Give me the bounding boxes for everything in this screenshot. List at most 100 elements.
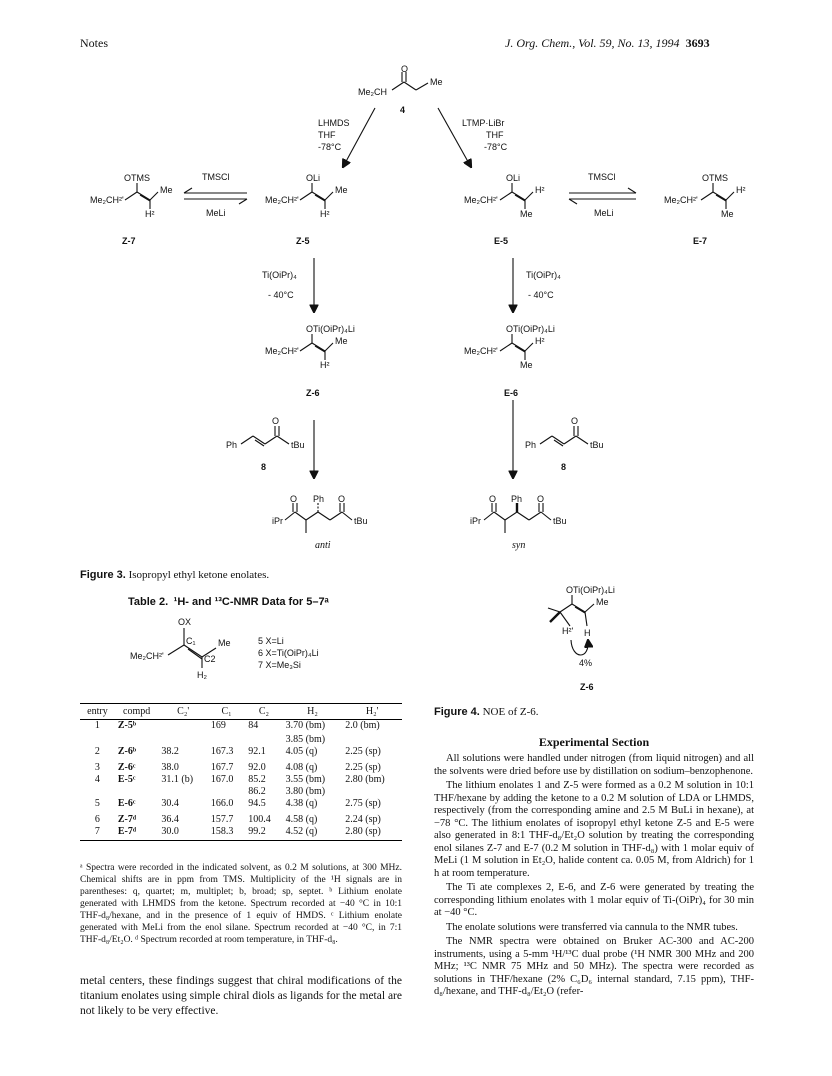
z7-bonds: [124, 183, 159, 209]
ltmp-temp: -78°C: [484, 142, 508, 152]
cell: Z-5ᵇ: [117, 720, 137, 731]
anti-o2: O: [338, 494, 346, 504]
cell: 2.25 (sp): [345, 761, 381, 773]
fig4-me: Me: [596, 597, 609, 607]
z5-me2ch: Me₂CH²': [265, 195, 299, 205]
ti-right-temp: - 40°C: [528, 290, 554, 300]
e6-me2ch: Me₂CH²': [464, 346, 498, 356]
e7-label: E-7: [693, 236, 708, 246]
cell: 166.0: [210, 797, 234, 809]
e7-bonds: [700, 183, 735, 209]
equilibrium-arrows-left: [183, 187, 248, 205]
z7-me: Me: [160, 185, 173, 195]
journal-citation: J. Org. Chem., Vol. 59, No. 13, 1994: [505, 36, 680, 50]
ltmp-solvent: THF: [486, 130, 504, 140]
fig4-h2: H²': [562, 626, 574, 636]
e5-label: E-5: [494, 236, 509, 246]
cell: 5: [94, 797, 100, 809]
cell: [80, 786, 115, 798]
cell: 6: [94, 813, 100, 825]
e5-bonds: [499, 183, 534, 209]
table2-legend-7: 7 X=Me₃Si: [258, 660, 301, 670]
cell: 169: [210, 720, 226, 731]
anti-ipr: iPr: [272, 516, 283, 526]
e7-group: OTMS: [702, 173, 728, 183]
table2-me2ch: Me₂CH²': [130, 651, 164, 661]
e6-h: H²: [535, 336, 545, 346]
z6-bonds: [299, 334, 334, 360]
e6-bonds: [499, 334, 534, 360]
cell: 2.80 (bm): [345, 773, 385, 785]
cell: 1: [94, 720, 100, 731]
cell: [158, 786, 207, 798]
figure3-caption-label: Figure 3.: [80, 569, 126, 581]
cell: 3.70 (bm): [285, 720, 326, 731]
cell: Z-6ᶜ: [117, 761, 136, 773]
enone-left-label: 8: [261, 462, 267, 472]
experimental-body: All solutions were handled under nitroge…: [434, 753, 754, 1001]
syn-o1: O: [489, 494, 497, 504]
equilibrium-arrows-right: [568, 187, 637, 205]
cell: [245, 734, 282, 746]
cell: 2.80 (sp): [342, 825, 402, 841]
cell: [80, 734, 115, 746]
z7-label: Z-7: [122, 236, 136, 246]
cell: 2.0 (bm): [345, 720, 380, 731]
cell: [158, 734, 207, 746]
e7-h: H²: [736, 185, 746, 195]
z5-bonds: [299, 183, 334, 209]
z7-me2ch: Me₂CH²': [90, 195, 124, 205]
cell: 4.58 (q): [285, 813, 318, 825]
col-entry: entry: [80, 703, 115, 720]
z5-label: Z-5: [296, 236, 310, 246]
ltmp-reagent: LTMP·LiBr: [462, 118, 505, 128]
syn-bonds: [483, 503, 552, 533]
cell: 3: [94, 761, 100, 773]
e6-label: E-6: [504, 388, 519, 398]
enone-right-bonds: [539, 426, 589, 447]
cell: 7: [80, 825, 115, 841]
syn-ph: Ph: [511, 494, 523, 504]
col-c2: C₂: [245, 703, 283, 720]
lhmds-reagent: LHMDS: [318, 118, 350, 128]
col-h2prime: H₂': [342, 703, 402, 720]
cell: 3.55 (bm): [285, 773, 326, 785]
enone-right-o: O: [571, 416, 579, 426]
cell: [208, 786, 245, 798]
figure3-caption: Figure 3. Isopropyl ethyl ketone enolate…: [80, 569, 269, 581]
enone-right-ph: Ph: [525, 440, 537, 450]
tmscl-right: TMSCl: [588, 172, 616, 182]
cell: 4.52 (q): [282, 825, 343, 841]
cell: 2.24 (sp): [345, 813, 381, 825]
fig4-pct: 4%: [579, 658, 593, 668]
cell: E-7ᵈ: [114, 825, 159, 841]
anti-label: anti: [315, 540, 331, 551]
ketone-4-bonds: [391, 72, 429, 91]
exp-paragraph-4: The enolate solutions were transferred v…: [446, 921, 738, 933]
cell: 92.1: [248, 745, 266, 757]
fig4-group: OTi(OiPr)₄Li: [566, 585, 615, 595]
cell: [208, 734, 245, 746]
cell: 4.08 (q): [285, 761, 318, 773]
z6-label: Z-6: [306, 388, 320, 398]
col-compd: compd: [114, 703, 159, 720]
z5-me: Me: [335, 185, 348, 195]
cell: E-6ᶜ: [117, 797, 136, 809]
table-row: 3.85 (bm): [80, 734, 402, 746]
cell: 31.1 (b): [161, 773, 194, 785]
figure4-caption-label: Figure 4.: [434, 706, 480, 718]
running-head-journal: J. Org. Chem., Vol. 59, No. 13, 1994 369…: [505, 36, 710, 51]
e6-group: OTi(OiPr)₄Li: [506, 324, 555, 334]
col-c1: C₁: [207, 703, 246, 720]
cell: 3.85 (bm): [285, 733, 326, 745]
table2-legend-5: 5 X=Li: [258, 636, 284, 646]
z6-h: H²: [320, 360, 330, 370]
arrow-to-e5: [437, 107, 471, 167]
lhmds-temp: -78°C: [318, 142, 342, 152]
table2-ox: OX: [178, 617, 192, 627]
